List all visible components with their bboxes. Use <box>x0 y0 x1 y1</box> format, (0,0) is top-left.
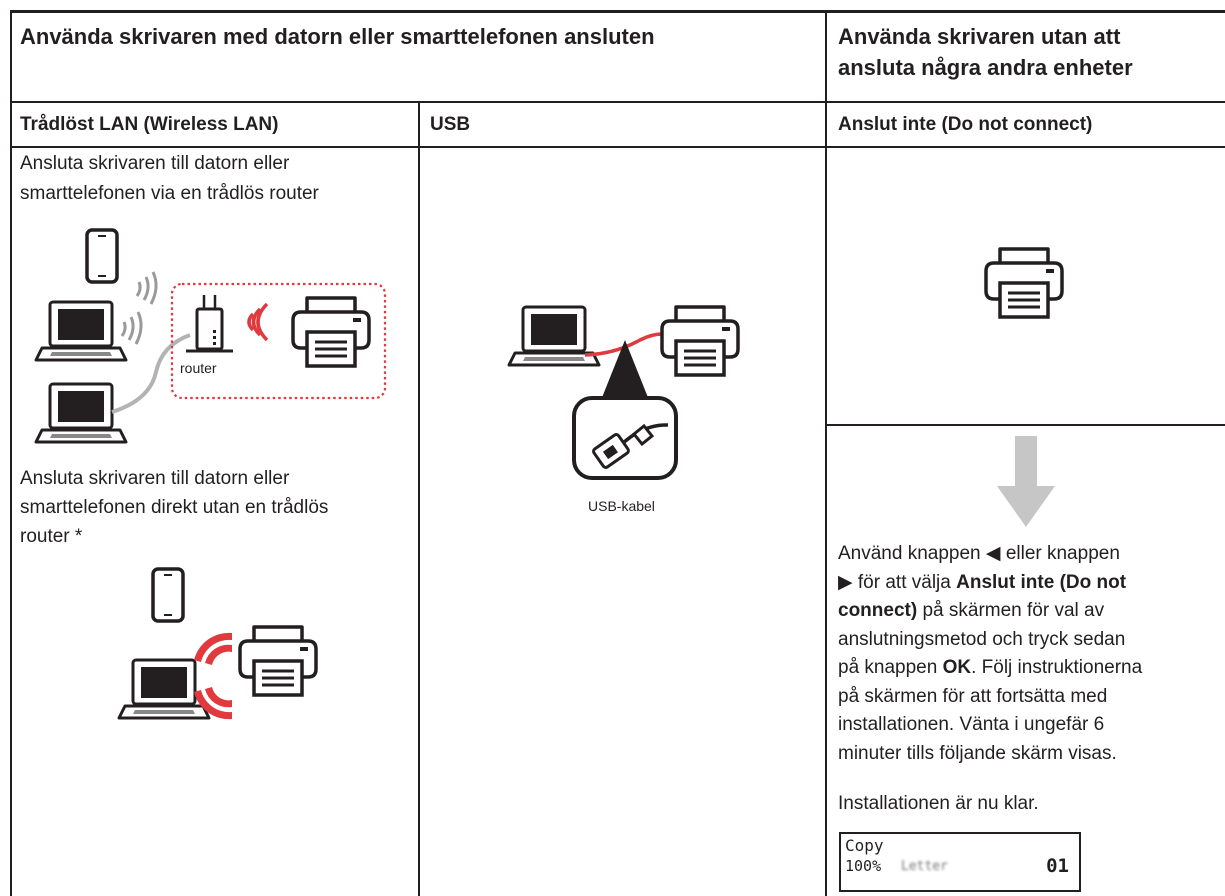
column-divider-usb <box>418 101 420 896</box>
printer-icon <box>984 247 1064 319</box>
header-standalone-line2: ansluta några andra enheter <box>838 55 1133 80</box>
instruction-line: på skärmen för att fortsätta med <box>838 685 1108 707</box>
installation-complete-text: Installationen är nu klar. <box>838 793 1039 814</box>
printer-icon <box>660 305 740 377</box>
instruction-line: anslutningsmetod och tryck sedan <box>838 628 1126 650</box>
direct-description-line2: smarttelefonen direkt utan en trådlös <box>20 497 329 518</box>
direct-description-line3: router * <box>20 526 83 547</box>
router-icon <box>186 295 233 353</box>
wifi-waves-red-icon <box>247 302 269 342</box>
lcd-paper-size: Letter <box>901 859 948 874</box>
subheader-divider <box>10 146 1225 148</box>
instruction-line: Använd knappen ◀ eller knappen <box>838 543 1120 564</box>
lan-cable-icon <box>111 333 191 414</box>
header-connected: Använda skrivaren med datorn eller smart… <box>20 24 655 49</box>
right-panel-divider <box>825 424 1225 426</box>
wifi-waves-red-icon <box>194 632 232 720</box>
printer-icon <box>291 296 371 368</box>
instruction-line: minuter tills följande skärm visas. <box>838 742 1117 764</box>
router-description-line1: Ansluta skrivaren till datorn eller <box>20 153 290 174</box>
printer-lcd-screen: Copy 100% Letter 01 <box>839 832 1081 892</box>
usb-plug-icon <box>572 396 678 480</box>
arrow-down-icon <box>997 436 1055 527</box>
instruction-line: installationen. Vänta i ungefär 6 <box>838 714 1105 735</box>
instruction-line: ▶ för att välja Anslut inte (Do not <box>838 571 1127 593</box>
table-left-border <box>10 10 12 896</box>
callout-pointer <box>601 340 649 400</box>
no-connect-instructions: Använd knappen ◀ eller knappen ▶ för att… <box>838 540 1218 768</box>
instruction-line: på knappen OK. Följ instruktionerna <box>838 657 1143 678</box>
lcd-zoom-value: 100% <box>845 857 882 875</box>
header-standalone-line1: Använda skrivaren utan att <box>838 24 1121 49</box>
router-label: router <box>180 360 217 376</box>
column-header-usb: USB <box>430 114 471 135</box>
lcd-mode-label: Copy <box>845 836 884 855</box>
router-description-line2: smarttelefonen via en trådlös router <box>20 183 319 204</box>
direct-description-line1: Ansluta skrivaren till datorn eller <box>20 468 290 489</box>
router-group-outline <box>170 282 387 400</box>
wifi-waves-gray-icon <box>120 271 158 345</box>
smartphone-icon <box>85 228 119 284</box>
usb-cable-icon <box>584 332 663 357</box>
laptop-icon <box>117 658 211 720</box>
column-header-no-connect: Anslut inte (Do not connect) <box>838 114 1093 135</box>
column-divider-right <box>825 10 827 896</box>
column-header-wireless: Trådlöst LAN (Wireless LAN) <box>20 114 279 135</box>
right-arrow-button-icon: ▶ <box>838 571 853 593</box>
usb-cable-label: USB-kabel <box>588 498 655 514</box>
smartphone-icon <box>151 567 185 623</box>
left-arrow-button-icon: ◀ <box>985 543 1001 564</box>
header-divider <box>10 101 1225 103</box>
table-top-border <box>10 10 1225 13</box>
instruction-line: connect) på skärmen för val av <box>838 600 1105 621</box>
printer-icon <box>238 625 318 697</box>
laptop-icon <box>34 300 128 362</box>
lcd-copy-count: 01 <box>1046 855 1069 877</box>
